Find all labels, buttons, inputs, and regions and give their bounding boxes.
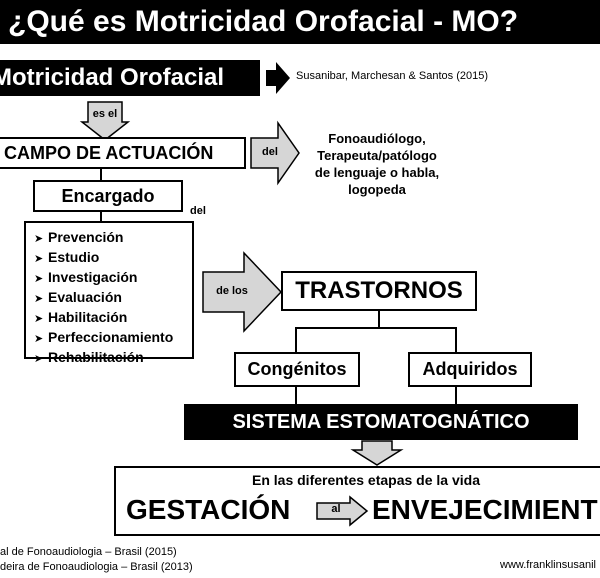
encargado-box: Encargado [33,180,183,212]
website-link[interactable]: www.franklinsusanil [500,559,596,571]
list-item: ➤Prevención [34,228,192,248]
arrow-bullet-icon: ➤ [34,333,44,345]
right-arrow-de-los [202,251,283,333]
activities-list: ➤Prevención ➤Estudio ➤Investigación ➤Eva… [24,221,194,365]
congenitos-box: Congénitos [234,352,360,387]
down-arrow-es-el [79,101,131,141]
arrow-bullet-icon: ➤ [34,253,44,265]
list-item: ➤Perfeccionamiento [34,328,192,348]
down-arrow-etapas [350,440,404,466]
del-label-2: del [190,205,206,217]
arrow-bullet-icon: ➤ [34,233,44,245]
arrow-bullet-icon: ➤ [34,293,44,305]
es-el-label: es el [92,108,118,120]
page-title: ¿Qué es Motricidad Orofacial - MO? [0,0,600,44]
right-arrow-icon [266,62,290,94]
authors-citation: Susanibar, Marchesan & Santos (2015) [296,70,489,82]
list-item: ➤Evaluación [34,288,192,308]
list-item: ➤Investigación [34,268,192,288]
de-los-label: de los [216,285,248,297]
adquiridos-box: Adquiridos [408,352,532,387]
etapas-box [114,466,600,536]
right-arrow-al [316,495,369,527]
arrow-bullet-icon: ➤ [34,313,44,325]
mo-label: Motricidad Orofacial [0,60,260,96]
list-item: ➤Rehabilitación [34,348,192,368]
list-item: ➤Habilitación [34,308,192,328]
gestacion-text: GESTACIÓN [126,494,291,525]
professionals-text: Fonoaudiólogo, Terapeuta/patólogo de len… [292,130,462,198]
trastornos-box: TRASTORNOS [281,271,477,311]
professional-line: Terapeuta/patólogo [317,148,437,163]
envejecimiento-text: ENVEJECIMIENT [372,494,598,525]
right-arrow-del [250,120,300,186]
campo-actuacion-box: CAMPO DE ACTUACIÓN [0,137,246,169]
arrow-bullet-icon: ➤ [34,353,44,365]
connector-line [100,212,102,222]
arrow-bullet-icon: ➤ [34,273,44,285]
professional-line: Fonoaudiólogo, [328,131,426,146]
professional-line: de lenguaje o habla, [314,165,440,180]
footer-reference-1: al de Fonoaudiologia – Brasil (2015) [0,546,177,558]
etapas-text: En las diferentes etapas de la vida [252,472,480,488]
list-item: ➤Estudio [34,248,192,268]
sistema-bar: SISTEMA ESTOMATOGNÁTICO [184,404,578,440]
del-label-1: del [262,146,278,158]
connector-line [100,169,102,181]
professional-line: logopeda [348,182,406,197]
footer-reference-2: deira de Fonoaudiologia – Brasil (2013) [0,561,193,573]
al-label: al [331,503,341,515]
